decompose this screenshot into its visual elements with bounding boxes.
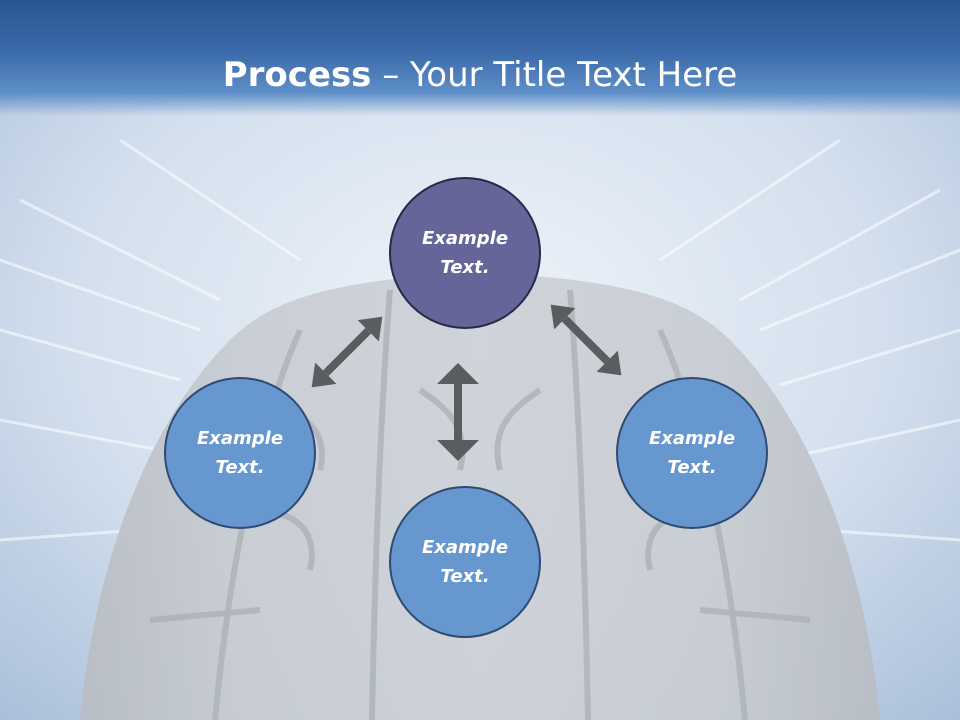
process-node-bottom-text: Example Text.: [421, 537, 509, 587]
process-node-left-text: Example Text.: [196, 428, 284, 478]
process-node-bottom[interactable]: Example Text.: [389, 486, 541, 638]
process-node-top-text: Example Text.: [421, 228, 509, 278]
process-node-right[interactable]: Example Text.: [616, 377, 768, 529]
double-headed-arrow-icon: [550, 304, 622, 376]
process-node-left[interactable]: Example Text.: [164, 377, 316, 529]
title-bold-part: Process: [222, 55, 372, 95]
title-bar: [0, 0, 960, 116]
double-headed-arrow-icon: [437, 363, 479, 461]
arrows-group: [311, 304, 622, 461]
slide-title: Process – Your Title Text Here: [0, 50, 960, 100]
title-rest-part: – Your Title Text Here: [371, 55, 738, 95]
motion-streaks: [0, 138, 960, 542]
process-node-right-text: Example Text.: [648, 428, 736, 478]
double-headed-arrow-icon: [311, 316, 383, 388]
process-node-top[interactable]: Example Text.: [389, 177, 541, 329]
